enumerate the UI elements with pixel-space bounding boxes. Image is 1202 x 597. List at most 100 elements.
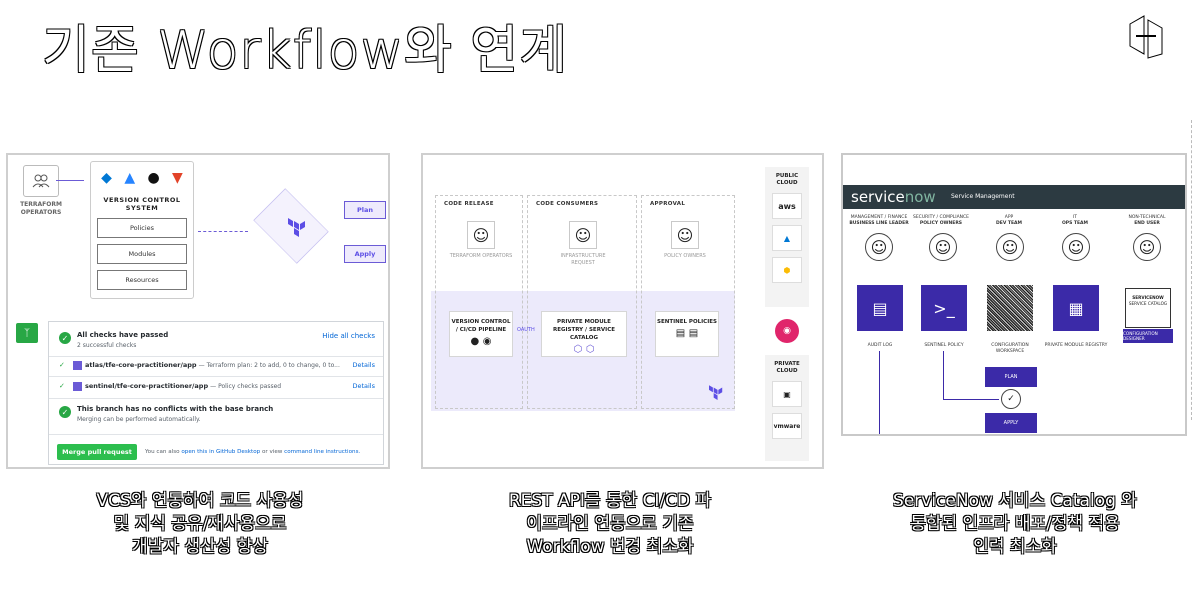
sentinel-policy-label: SENTINEL POLICY	[924, 343, 964, 348]
operators-label: TERRAFORM OPERATORS	[20, 201, 62, 216]
private-cloud-column: PRIVATE CLOUD ▣ vmware	[765, 355, 809, 461]
audit-log-label: AUDIT LOG	[867, 343, 893, 348]
connector-arrow	[56, 180, 84, 181]
code-release-column: CODE RELEASE	[435, 195, 523, 409]
vcs-pipeline-card: VERSION CONTROL / CI/CD PIPELINE ● ◉	[449, 311, 513, 357]
resources-box: Resources	[97, 270, 187, 290]
plan-button[interactable]: Plan	[344, 201, 386, 219]
add-user-icon: ☺	[1062, 233, 1090, 261]
modules-box: Modules	[97, 244, 187, 264]
checks-title: All checks have passed	[77, 331, 169, 339]
divider-line	[1191, 120, 1192, 420]
flow-line	[879, 351, 880, 434]
aws-icon: aws	[772, 193, 802, 219]
module-registry-icon: ▦	[1053, 285, 1099, 331]
plan-button[interactable]: PLAN	[985, 367, 1037, 387]
details-link-2[interactable]: Details	[352, 382, 375, 390]
config-designer-button[interactable]: CONFIGURATION DESIGNER	[1123, 329, 1173, 343]
configuration-workspace-tile	[987, 285, 1033, 331]
check-row-2: sentinel/tfe-core-practitioner/app — Pol…	[85, 382, 282, 390]
conflict-sub: Merging can be performed automatically.	[77, 416, 201, 423]
users-icon: ☺	[467, 221, 495, 249]
check-row-1: atlas/tfe-core-practitioner/app — Terraf…	[85, 361, 340, 369]
oauth-label: OAUTH	[517, 327, 535, 333]
check-icon: ✓	[59, 332, 71, 344]
gitlab-icon: ▼	[172, 170, 183, 186]
vcs-box: ◆ ▲ ● ▼ VERSION CONTROL SYSTEM Policies …	[90, 161, 194, 299]
users-icon: ☺	[569, 221, 597, 249]
github-icon: ●	[147, 170, 160, 186]
add-user-icon: ☺	[1133, 233, 1161, 261]
vcs-integration-panel: TERRAFORM OPERATORS ◆ ▲ ● ▼ VERSION CONT…	[6, 153, 390, 469]
servicenow-header: servicenow Service Management	[843, 185, 1185, 209]
azure-icon: ▲	[772, 225, 802, 251]
code-consumers-column: CODE CONSUMERS	[527, 195, 637, 409]
terraform-icon	[709, 385, 723, 400]
approval-column: APPROVAL	[641, 195, 735, 409]
check-small-icon: ✓	[59, 382, 65, 390]
vmware-icon: vmware	[772, 413, 802, 439]
check-small-icon: ✓	[59, 361, 65, 369]
policies-box: Policies	[97, 218, 187, 238]
pr-checks-box: ✓ All checks have passed 2 successful ch…	[48, 321, 384, 465]
module-registry-label: PRIVATE MODULE REGISTRY	[1044, 343, 1108, 348]
github-gitlab-icons: ● ◉	[470, 336, 492, 347]
infra-request-label: INFRASTRUCTURE REQUEST	[560, 253, 606, 266]
audit-log-icon: ▤	[857, 285, 903, 331]
approve-check-icon: ✓	[1001, 389, 1021, 409]
service-management-label: Service Management	[951, 193, 1015, 200]
servicenow-logo: servicenow	[851, 188, 936, 206]
vcs-title: VERSION CONTROL SYSTEM	[103, 196, 181, 212]
sentinel-card: SENTINEL POLICIES ▤ ▤	[655, 311, 719, 357]
registry-card: PRIVATE MODULE REGISTRY / SERVICE CATALO…	[541, 311, 627, 357]
azure-devops-icon: ◆	[101, 170, 112, 186]
openstack-icon: ▣	[772, 381, 802, 407]
terraform-app-icon	[73, 361, 82, 370]
add-user-icon: ☺	[996, 233, 1024, 261]
merge-pull-request-button[interactable]: Merge pull request	[57, 444, 137, 460]
conflict-title: This branch has no conflicts with the ba…	[77, 405, 274, 413]
config-workspace-label: CONFIGURATION WORKSPACE	[991, 343, 1029, 354]
checks-sub: 2 successful checks	[77, 342, 137, 349]
apply-button[interactable]: APPLY	[985, 413, 1037, 433]
policy-owners-label: POLICY OWNERS	[664, 253, 706, 259]
details-link-1[interactable]: Details	[352, 361, 375, 369]
module-icons: ⬡ ⬡	[573, 344, 595, 355]
slide-title: 기존 Workflow와 연계	[42, 21, 569, 81]
bitbucket-icon: ▲	[124, 170, 136, 186]
vcs-provider-icons: ◆ ▲ ● ▼	[91, 162, 193, 186]
sentinel-policy-icon: >_	[921, 285, 967, 331]
terraform-icon	[288, 218, 305, 237]
gcp-icon: ⬢	[772, 257, 802, 283]
hashicorp-logo-icon	[1128, 14, 1164, 60]
sentinel-icon: ◉	[775, 319, 799, 343]
api-pipeline-panel: CODE RELEASE CODE CONSUMERS APPROVAL ☺ T…	[421, 153, 824, 469]
sentinel-app-icon	[73, 382, 82, 391]
flow-line	[943, 399, 999, 400]
add-user-icon: ☺	[929, 233, 957, 261]
public-cloud-column: PUBLIC CLOUD aws ▲ ⬢	[765, 167, 809, 307]
check-icon: ✓	[59, 406, 71, 418]
git-merge-icon: ᛉ	[16, 323, 38, 343]
terraform-operators: TERRAFORM OPERATORS	[16, 165, 66, 217]
open-desktop-link[interactable]: open this in GitHub Desktop	[181, 449, 261, 455]
users-icon	[23, 165, 59, 197]
add-user-icon: ☺	[865, 233, 893, 261]
policy-doc-icons: ▤ ▤	[675, 328, 699, 339]
hide-checks-link[interactable]: Hide all checks	[322, 332, 375, 340]
apply-button[interactable]: Apply	[344, 245, 386, 263]
users-icon: ☺	[671, 221, 699, 249]
cli-instructions-link[interactable]: command line instructions.	[284, 449, 361, 455]
servicenow-panel: servicenow Service Management MANAGEMENT…	[841, 153, 1187, 436]
merge-hint: You can also open this in GitHub Desktop…	[145, 449, 361, 455]
operators-label: TERRAFORM OPERATORS	[449, 253, 513, 259]
